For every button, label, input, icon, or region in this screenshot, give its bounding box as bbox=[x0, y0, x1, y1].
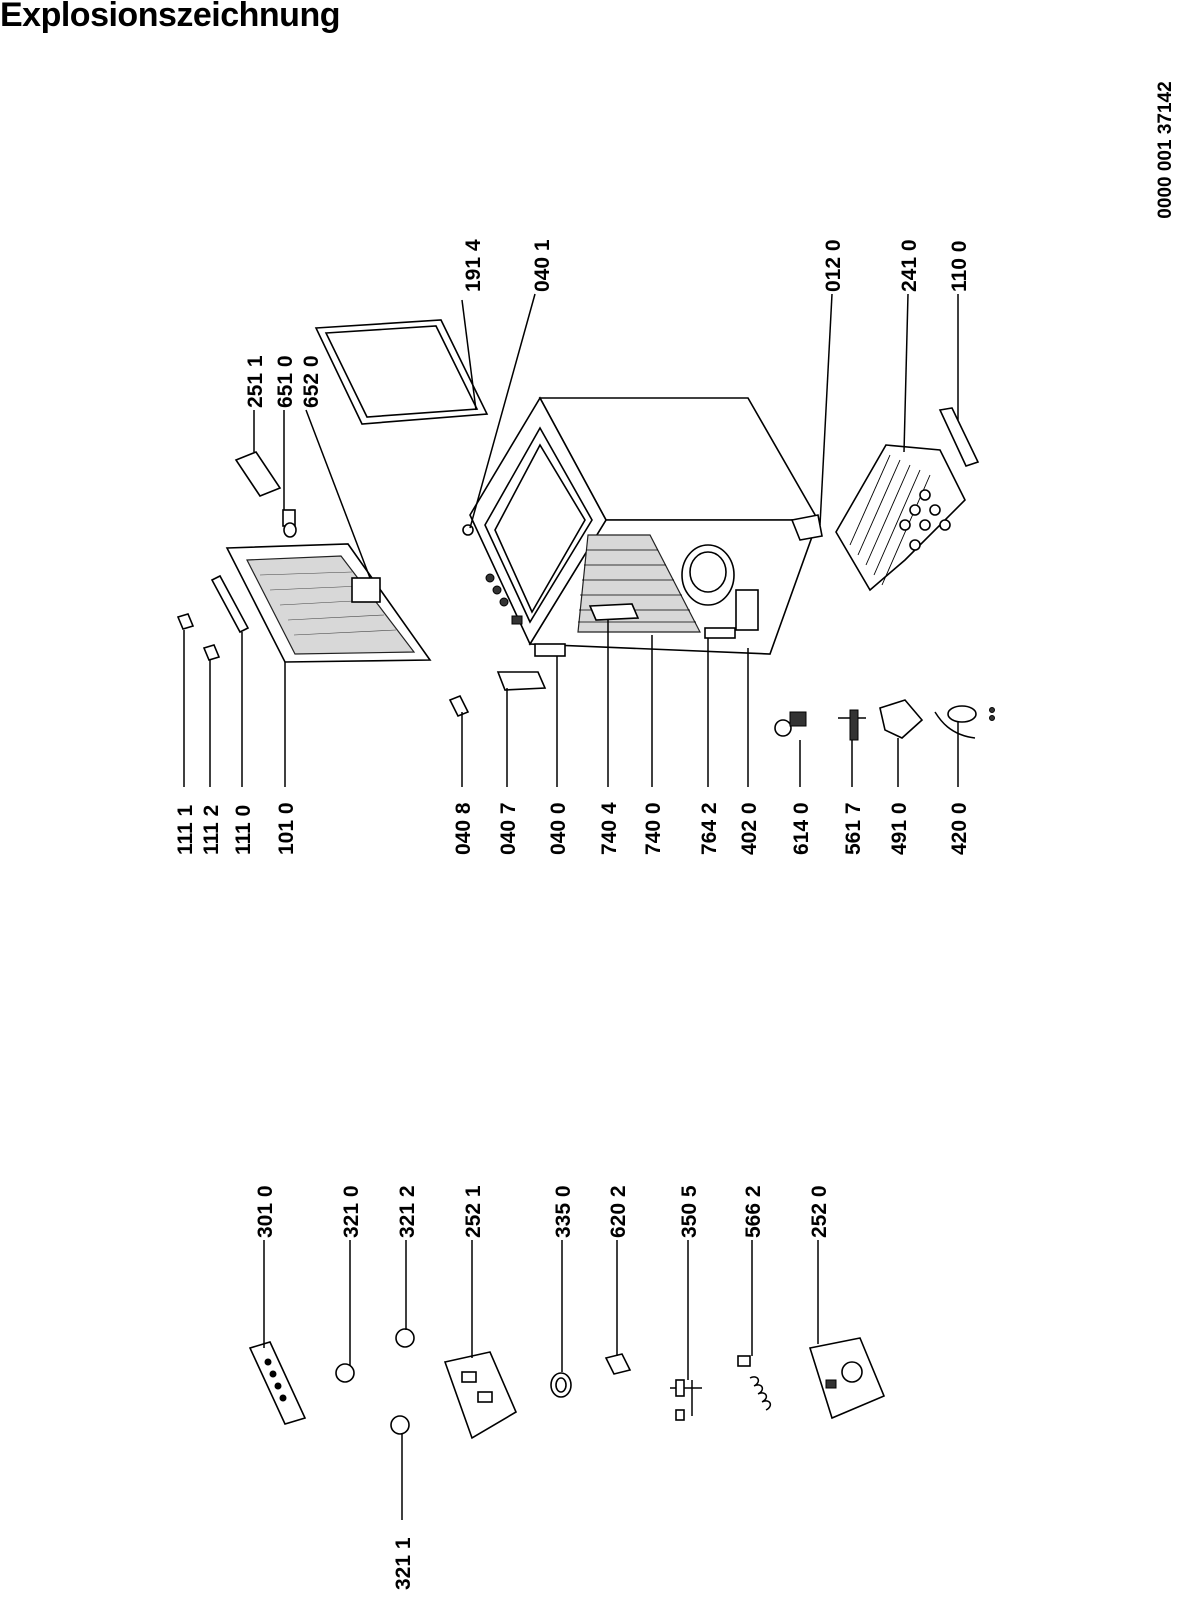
label-040-8: 040 8 bbox=[452, 802, 475, 855]
label-191-4: 191 4 bbox=[462, 239, 485, 292]
freezer-lid bbox=[225, 543, 432, 663]
page-title: Explosionszeichnung bbox=[0, 0, 340, 34]
spring-566-2 bbox=[737, 1355, 772, 1411]
label-040-7: 040 7 bbox=[497, 802, 520, 855]
label-251-1: 251 1 bbox=[244, 355, 267, 408]
switch-335-0 bbox=[550, 1372, 572, 1398]
label-764-2: 764 2 bbox=[698, 802, 721, 855]
clip-040-8 bbox=[448, 694, 470, 718]
label-321-0: 321 0 bbox=[340, 1185, 363, 1238]
connector-620-2 bbox=[604, 1353, 632, 1375]
labels-top-section-bottom-row: 111 1 111 2 111 0 101 0 040 8 040 7 040 … bbox=[174, 802, 971, 855]
label-350-5: 350 5 bbox=[678, 1185, 701, 1238]
lid-gasket bbox=[314, 319, 489, 425]
label-491-0: 491 0 bbox=[888, 802, 911, 855]
foot-040-0 bbox=[534, 643, 566, 657]
label-566-2: 566 2 bbox=[742, 1185, 765, 1238]
part-561-7 bbox=[838, 709, 866, 741]
relay-cover bbox=[879, 699, 924, 739]
lid-handle bbox=[210, 574, 250, 634]
labels-top-section-top-row: 251 1 651 0 652 0 191 4 040 1 012 0 241 … bbox=[244, 239, 971, 408]
label-241-0: 241 0 bbox=[898, 239, 921, 292]
label-335-0: 335 0 bbox=[552, 1185, 575, 1238]
label-111-1: 111 1 bbox=[174, 804, 197, 855]
freezer-cabinet bbox=[462, 396, 823, 655]
cover-040-7 bbox=[496, 671, 547, 691]
thermostat-252-0 bbox=[808, 1337, 886, 1420]
lamp bbox=[282, 509, 297, 538]
label-321-1: 321 1 bbox=[392, 1537, 415, 1590]
part-614-0 bbox=[774, 711, 807, 737]
basket-bracket bbox=[938, 407, 980, 467]
label-110-0: 110 0 bbox=[948, 241, 971, 292]
indicator-lamp-321-1 bbox=[390, 1415, 410, 1435]
label-040-1: 040 1 bbox=[531, 239, 554, 292]
wire-basket bbox=[835, 444, 966, 592]
label-252-1: 252 1 bbox=[462, 1185, 485, 1238]
label-620-2: 620 2 bbox=[607, 1185, 630, 1238]
label-301-0: 301 0 bbox=[254, 1185, 277, 1238]
label-652-0: 652 0 bbox=[300, 355, 323, 408]
label-561-7: 561 7 bbox=[842, 802, 865, 855]
label-614-0: 614 0 bbox=[790, 802, 813, 855]
relay-capacitor bbox=[934, 705, 995, 739]
leader-lines bbox=[183, 293, 959, 1520]
label-740-0: 740 0 bbox=[642, 802, 665, 855]
handle-bracket-lower bbox=[202, 644, 221, 661]
part-740-4 bbox=[588, 603, 640, 621]
thermostat-capillary-350-5 bbox=[670, 1379, 702, 1421]
label-012-0: 012 0 bbox=[822, 239, 845, 292]
label-111-2: 111 2 bbox=[200, 805, 223, 855]
light-cover bbox=[234, 451, 282, 497]
label-040-0: 040 0 bbox=[547, 802, 570, 855]
handle-bracket-upper bbox=[176, 613, 195, 630]
indicator-lamp-321-2 bbox=[395, 1328, 415, 1348]
indicator-lamp-321-0 bbox=[335, 1363, 355, 1383]
label-651-0: 651 0 bbox=[274, 355, 297, 408]
label-420-0: 420 0 bbox=[948, 802, 971, 855]
filter-drier bbox=[704, 627, 736, 639]
label-252-0: 252 0 bbox=[808, 1185, 831, 1238]
label-321-2: 321 2 bbox=[396, 1185, 419, 1238]
labels-bottom-section: 301 0 321 0 321 2 252 1 335 0 620 2 350 … bbox=[254, 1185, 831, 1590]
label-740-4: 740 4 bbox=[598, 802, 621, 855]
label-111-0: 111 0 bbox=[232, 805, 255, 855]
label-402-0: 402 0 bbox=[738, 802, 761, 855]
label-101-0: 101 0 bbox=[275, 802, 298, 855]
